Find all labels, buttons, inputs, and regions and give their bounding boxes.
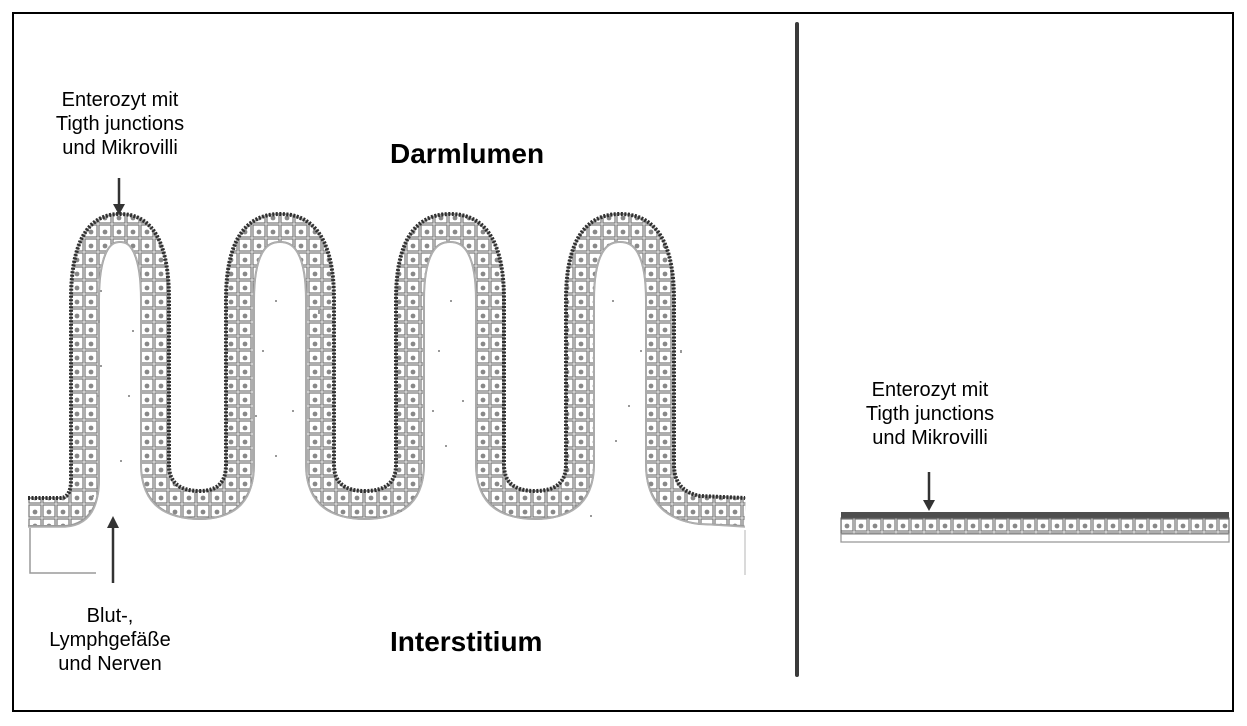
arrow-enterocyte-left xyxy=(113,178,125,215)
flat-epithelium xyxy=(841,512,1229,542)
label-line: Tigth junctions xyxy=(840,402,1020,426)
arrow-enterocyte-right xyxy=(923,472,935,511)
intestinal-villi xyxy=(28,214,745,575)
label-vessels: Blut-, Lymphgefäße und Nerven xyxy=(20,604,200,676)
label-line: und Mikrovilli xyxy=(840,426,1020,450)
label-line: und Nerven xyxy=(20,652,200,676)
label-darmlumen: Darmlumen xyxy=(390,138,544,170)
label-enterocyte-left: Enterozyt mit Tigth junctions und Mikrov… xyxy=(30,88,210,160)
label-line: Enterozyt mit xyxy=(840,378,1020,402)
label-interstitium: Interstitium xyxy=(390,626,542,658)
label-line: und Mikrovilli xyxy=(30,136,210,160)
label-line: Blut-, xyxy=(20,604,200,628)
arrow-vessels xyxy=(107,516,119,583)
label-enterocyte-right: Enterozyt mit Tigth junctions und Mikrov… xyxy=(840,378,1020,450)
label-line: Tigth junctions xyxy=(30,112,210,136)
label-line: Lymphgefäße xyxy=(20,628,200,652)
label-line: Enterozyt mit xyxy=(30,88,210,112)
